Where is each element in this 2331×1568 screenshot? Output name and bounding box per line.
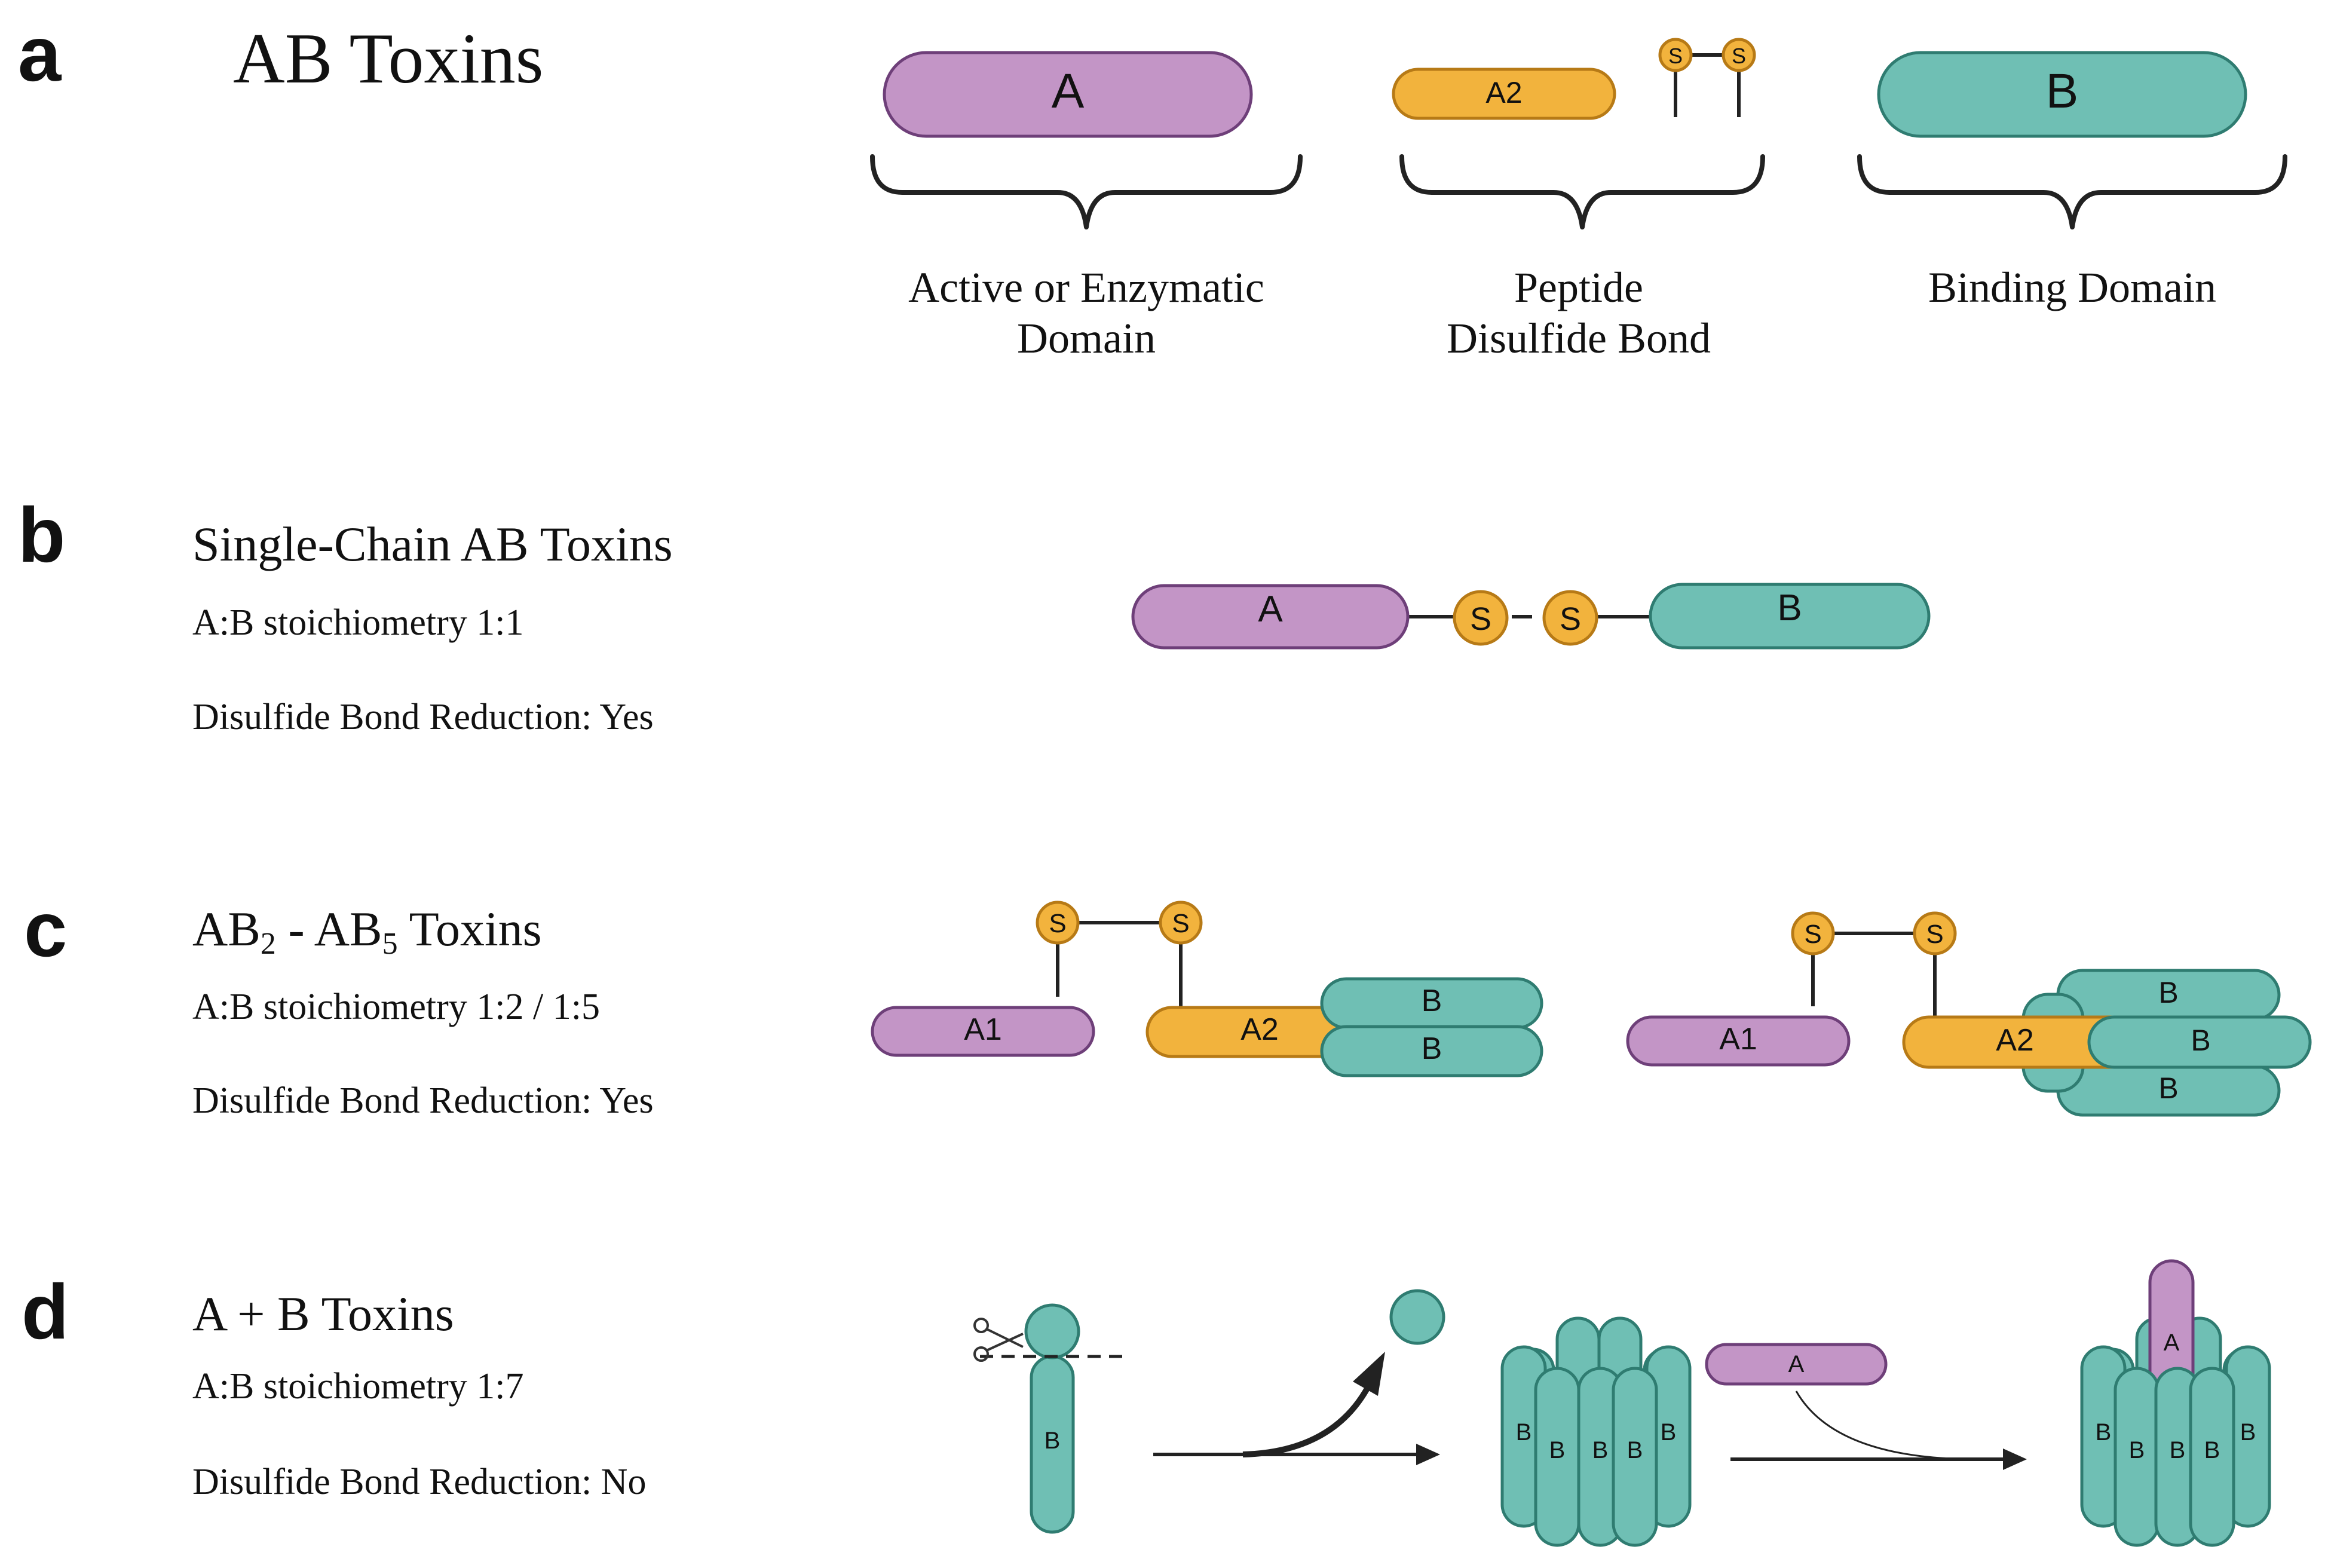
single-chain-b	[1649, 583, 1931, 650]
ab2-sulfur-right-label: S	[1172, 909, 1189, 938]
free-a-subunit-label: A	[1788, 1351, 1805, 1377]
panel-b-reduction: Disulfide Bond Reduction: Yes	[192, 697, 654, 737]
single-chain-a	[1131, 584, 1410, 650]
caption-enzymatic-line2: Domain	[1017, 314, 1156, 362]
heptamer-b-front-3	[1612, 1367, 1658, 1547]
panel-d-stoichiometry: A:B stoichiometry 1:7	[192, 1366, 524, 1407]
sulfur-atom-left	[1658, 38, 1693, 72]
heptamer-b-right-label: B	[1661, 1419, 1677, 1446]
panel-b-stoichiometry: A:B stoichiometry 1:1	[192, 602, 524, 643]
heptamer-b-front-2-label: B	[1592, 1437, 1609, 1463]
release-arrow-curve	[1242, 1385, 1371, 1457]
panel-b-letter: b	[18, 491, 65, 578]
binding-curve	[1795, 1391, 1972, 1460]
complex-b-front-2-label: B	[2170, 1437, 2186, 1463]
precursor-cap	[1024, 1303, 1080, 1359]
panel-b-title: Single-Chain AB Toxins	[192, 517, 673, 571]
ab5-a2-label: A2	[1996, 1023, 2034, 1058]
complex-b-front-1-label: B	[2129, 1437, 2145, 1463]
complex-b-right-label: B	[2240, 1419, 2256, 1446]
sulfur-atom-right	[1722, 38, 1756, 72]
a-subunit-binding: A	[1705, 1343, 2027, 1470]
binding-domain-b	[1877, 51, 2247, 138]
heptamer-b-left-label: B	[1516, 1419, 1532, 1446]
processing-arrow	[1153, 1352, 1440, 1465]
panel-d-title: A + B Toxins	[192, 1287, 454, 1341]
single-chain-a-label: A	[1258, 589, 1283, 630]
enzymatic-domain-label: A	[1052, 64, 1085, 118]
ab2-b-bottom	[1320, 1025, 1543, 1077]
brace-disulfide	[1399, 154, 1765, 229]
ab2-b-top-label: B	[1422, 984, 1442, 1018]
release-arrow-head	[1353, 1352, 1385, 1396]
ab5-b-top-label: B	[2158, 976, 2178, 1009]
ab5-b-bottom-label: B	[2158, 1071, 2178, 1105]
panel-b: b Single-Chain AB Toxins A:B stoichiomet…	[18, 491, 1931, 737]
ab5-sulfur-left	[1791, 911, 1835, 956]
binding-arrow-head	[2003, 1448, 2027, 1470]
ab2-sulfur-left	[1036, 901, 1080, 945]
b-heptamer: B B B B B	[1500, 1316, 1692, 1547]
scissors-icon	[973, 1318, 1024, 1362]
panel-a-title: AB Toxins	[233, 19, 544, 98]
panel-d-reduction: Disulfide Bond Reduction: No	[192, 1462, 646, 1502]
enzymatic-domain-a	[883, 51, 1253, 138]
ab2-sulfur-right	[1159, 901, 1203, 945]
sulfur-label-left: S	[1668, 44, 1683, 68]
ab2-toxin: S S A1 A2 B B	[871, 901, 1543, 1077]
caption-enzymatic-line1: Active or Enzymatic	[908, 264, 1264, 311]
panel-d-letter: d	[22, 1268, 69, 1355]
panel-c-stoichiometry: A:B stoichiometry 1:2 / 1:5	[192, 987, 600, 1027]
caption-disulfide-line1: Peptide	[1514, 264, 1643, 311]
panel-a: a AB Toxins A Active or Enzymatic Domain…	[18, 10, 2287, 362]
ab5-b-front-label: B	[2191, 1024, 2210, 1057]
panel-c-title: AB2 - AB5 Toxins	[192, 902, 542, 961]
ab2-b-bottom-label: B	[1422, 1031, 1442, 1066]
single-chain-b-label: B	[1777, 587, 1802, 629]
a2-peptide	[1392, 68, 1616, 120]
sulfur-label-1: S	[1470, 601, 1491, 637]
ab5-a1	[1626, 1015, 1851, 1067]
ab5-b-front	[2087, 1015, 2312, 1069]
panel-c-letter: c	[24, 886, 67, 973]
binding-domain-label: B	[2046, 64, 2079, 118]
ab2-a1-label: A1	[964, 1012, 1002, 1047]
panel-d: d A + B Toxins A:B stoichiometry 1:7 Dis…	[22, 1259, 2271, 1547]
sulfur-label-right: S	[1732, 44, 1746, 68]
caption-disulfide-line2: Disulfide Bond	[1447, 314, 1711, 362]
ab5-sulfur-left-label: S	[1804, 920, 1821, 949]
panel-c: c AB2 - AB5 Toxins A:B stoichiometry 1:2…	[24, 886, 2312, 1121]
caption-binding: Binding Domain	[1928, 264, 2216, 311]
precursor-b-label: B	[1044, 1428, 1061, 1454]
ab2-a1	[871, 1006, 1095, 1057]
complex-b-front-3	[2189, 1367, 2235, 1547]
ab5-sulfur-right	[1913, 911, 1957, 956]
brace-binding	[1857, 154, 2287, 229]
processing-arrow-head	[1416, 1444, 1440, 1465]
released-peptide	[1389, 1289, 1445, 1345]
ab5-sulfur-right-label: S	[1926, 920, 1943, 949]
heptamer-b-front-1-label: B	[1549, 1437, 1566, 1463]
a2-peptide-label: A2	[1485, 76, 1522, 109]
complex-b-left-label: B	[2096, 1419, 2112, 1446]
sulfur-atom-2	[1542, 590, 1598, 646]
ab7-complex: A B B B B B	[2080, 1259, 2271, 1547]
brace-enzymatic	[870, 154, 1303, 229]
ab2-sulfur-left-label: S	[1049, 909, 1066, 938]
panel-c-reduction: Disulfide Bond Reduction: Yes	[192, 1080, 654, 1121]
ab5-toxin: S S A1 B B A2 B	[1626, 911, 2312, 1117]
sulfur-label-2: S	[1560, 601, 1581, 637]
complex-b-front-3-label: B	[2204, 1437, 2220, 1463]
protoxin-cleavage: B	[973, 1303, 1129, 1534]
ab2-a2-label: A2	[1240, 1012, 1279, 1047]
sulfur-atom-1	[1453, 590, 1509, 646]
heptamer-b-front-3-label: B	[1627, 1437, 1643, 1463]
free-a-subunit	[1705, 1343, 1888, 1386]
ab5-a1-label: A1	[1719, 1022, 1757, 1056]
complex-a-label: A	[2164, 1330, 2180, 1356]
panel-a-letter: a	[18, 10, 62, 97]
